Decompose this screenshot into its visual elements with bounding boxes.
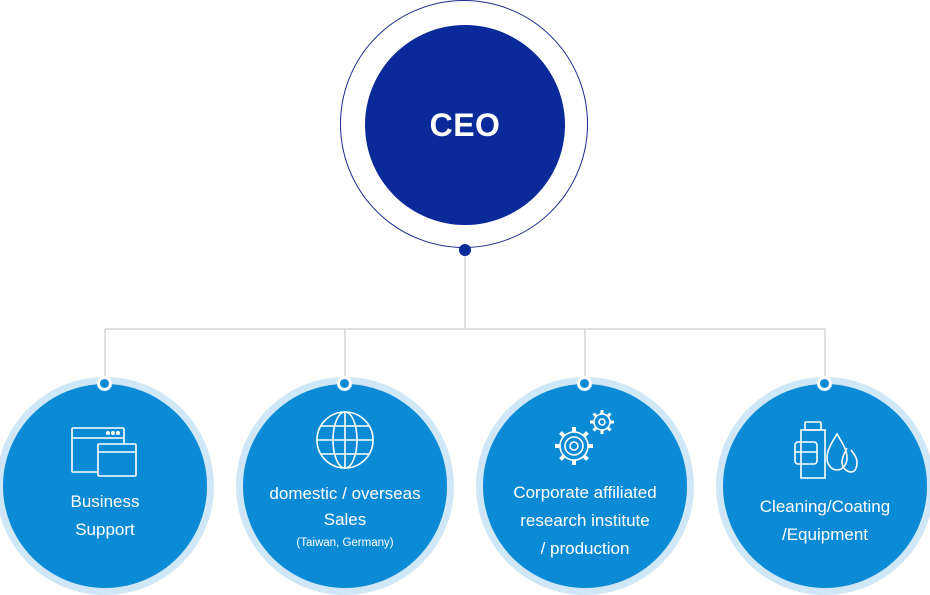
business-support-connector-dot xyxy=(97,376,112,391)
ceo-connector-dot xyxy=(459,244,471,256)
globe-icon xyxy=(314,409,376,476)
cleaning-connector-dot xyxy=(817,376,832,391)
department-label-line: Business xyxy=(70,492,140,511)
research-connector-dot xyxy=(577,376,592,391)
ceo-node: CEO xyxy=(365,25,565,225)
cleaning-coating-equipment-node: Cleaning/Coating /Equipment xyxy=(723,384,927,588)
browser-windows-icon xyxy=(70,426,140,485)
department-label-line: domestic / overseas xyxy=(269,484,421,503)
department-label-line: Corporate affiliated xyxy=(513,483,657,502)
department-label-line: /Equipment xyxy=(782,525,868,544)
department-label-line: Cleaning/Coating xyxy=(759,497,891,516)
business-support-node: Business Support xyxy=(3,384,207,588)
bottle-drops-icon xyxy=(791,420,859,487)
department-sublabel: (Taiwan, Germany) xyxy=(296,537,394,549)
department-label-line: Support xyxy=(75,520,135,539)
sales-node: domestic / overseas Sales (Taiwan, Germa… xyxy=(243,384,447,588)
ceo-label: CEO xyxy=(429,106,501,143)
gears-icon xyxy=(552,408,618,473)
sales-connector-dot xyxy=(337,376,352,391)
department-label-line: Sales xyxy=(323,510,367,529)
research-production-node: Corporate affiliated research institute … xyxy=(483,384,687,588)
department-label-line: / production xyxy=(540,539,630,558)
department-label-line: research institute xyxy=(520,511,650,530)
